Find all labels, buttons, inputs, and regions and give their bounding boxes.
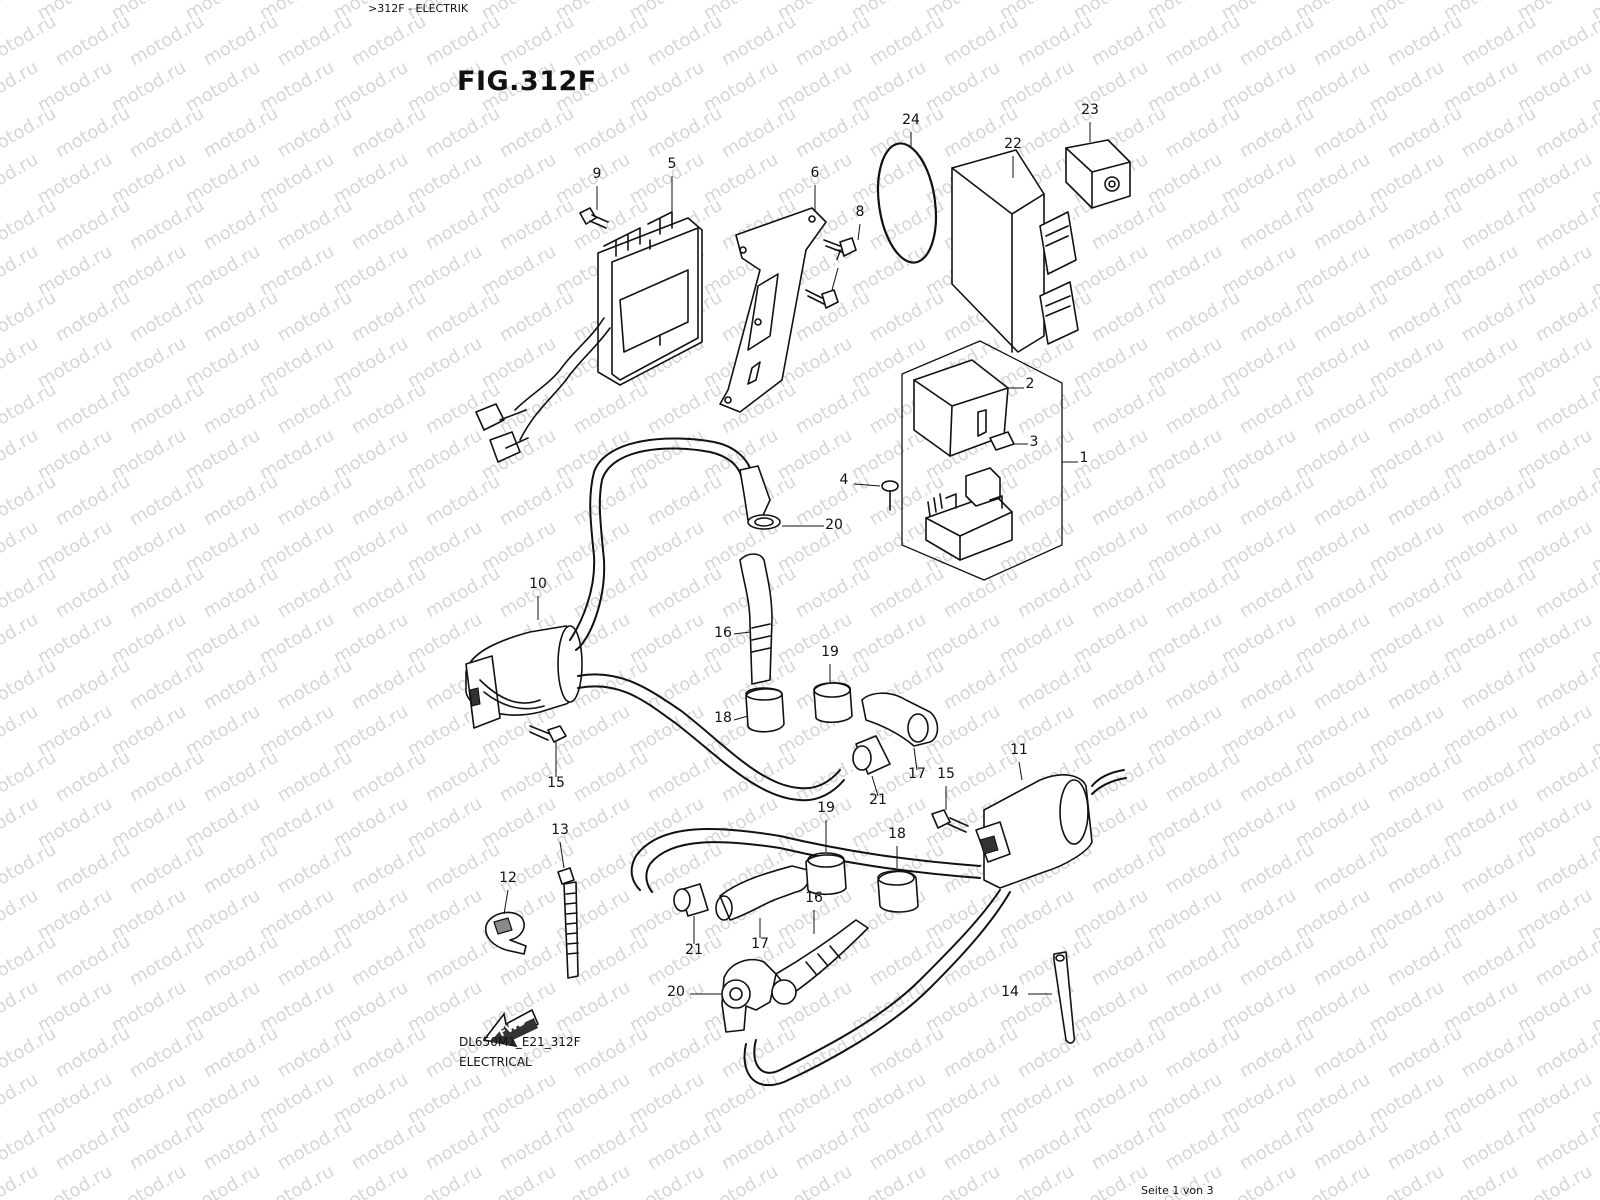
part-cable-tie[interactable] [557,867,579,979]
part-bolt-7[interactable] [805,289,839,309]
callout-number-5[interactable]: 5 [668,156,677,172]
figure-caption: ELECTRICAL [459,1055,532,1069]
part-seal-18-upper[interactable] [745,687,785,733]
breadcrumb[interactable]: >312F - ELECTRIK [368,2,469,15]
part-ignition-coil-rear[interactable] [975,769,1127,889]
callout-number-9[interactable]: 9 [593,166,602,182]
callout-number-6[interactable]: 6 [811,165,820,181]
callout-number-14[interactable]: 14 [1001,984,1019,1000]
callout-number-8[interactable]: 8 [856,204,865,220]
callout-number-16[interactable]: 16 [805,890,823,906]
part-seal-18-lower[interactable] [877,870,919,913]
part-strip[interactable] [1053,951,1076,1044]
callout-number-22[interactable]: 22 [1004,136,1022,152]
page-info: Seite 1 von 3 [1141,1184,1214,1197]
callout-number-2[interactable]: 2 [1026,376,1035,392]
callout-number-15[interactable]: 15 [937,766,955,782]
callout-leader-line [559,841,565,869]
callout-number-1[interactable]: 1 [1080,450,1089,466]
callout-leader-line [503,889,509,915]
figure-title: FIG.312F [457,66,597,97]
callout-number-10[interactable]: 10 [529,576,547,592]
part-clamp[interactable] [484,911,527,955]
model-code: DL650M1_E21_312F [459,1035,581,1049]
part-ignition-coil-front[interactable] [465,625,583,729]
part-seal-19-upper[interactable] [813,682,853,724]
callout-leader-line [1018,761,1023,781]
callout-number-19[interactable]: 19 [821,644,839,660]
callout-number-24[interactable]: 24 [902,112,920,128]
callout-number-15[interactable]: 15 [547,775,565,791]
callout-number-12[interactable]: 12 [499,870,517,886]
callout-number-19[interactable]: 19 [817,800,835,816]
part-plug-cap-upper[interactable] [739,465,781,530]
callout-number-20[interactable]: 20 [825,517,843,533]
ht-lead-front-upper [575,447,743,651]
part-bolt-15-rear[interactable] [931,809,969,833]
part-bracket[interactable] [719,207,827,413]
part-ecm[interactable] [951,149,1079,353]
callout-number-3[interactable]: 3 [1030,434,1039,450]
callout-number-4[interactable]: 4 [840,472,849,488]
part-bolt-9[interactable] [579,207,609,229]
callout-number-11[interactable]: 11 [1010,742,1028,758]
callout-leader-line [853,483,881,487]
callout-leader-line [733,715,749,721]
part-grommet-21-upper[interactable] [852,735,891,775]
callout-number-18[interactable]: 18 [714,710,732,726]
part-relay-body[interactable] [925,467,1013,561]
callout-number-18[interactable]: 18 [888,826,906,842]
part-connector-23[interactable] [1065,139,1131,209]
part-gasket-24[interactable] [871,140,943,267]
callout-number-21[interactable]: 21 [685,942,703,958]
callout-leader-line [733,631,751,635]
part-bolt-15-front[interactable] [529,725,567,743]
part-plug-boot-upper[interactable] [739,553,773,685]
ht-lead-front-lower [577,673,841,790]
callout-number-13[interactable]: 13 [551,822,569,838]
callout-number-23[interactable]: 23 [1081,102,1099,118]
callout-number-20[interactable]: 20 [667,984,685,1000]
ht-lead-front-lower-inner [577,685,845,802]
callout-number-17[interactable]: 17 [908,766,926,782]
callout-leader-line [857,223,861,241]
callout-number-17[interactable]: 17 [751,936,769,952]
callout-number-21[interactable]: 21 [869,792,887,808]
part-regulator-rectifier[interactable] [475,211,703,463]
callout-leader-line [831,267,839,291]
callout-number-16[interactable]: 16 [714,625,732,641]
part-grommet-21-lower[interactable] [673,883,709,917]
part-screw-4[interactable] [881,480,899,511]
callout-number-7[interactable]: 7 [834,248,843,264]
part-cap-17-lower[interactable] [715,865,811,921]
part-seal-19-lower[interactable] [805,852,847,896]
